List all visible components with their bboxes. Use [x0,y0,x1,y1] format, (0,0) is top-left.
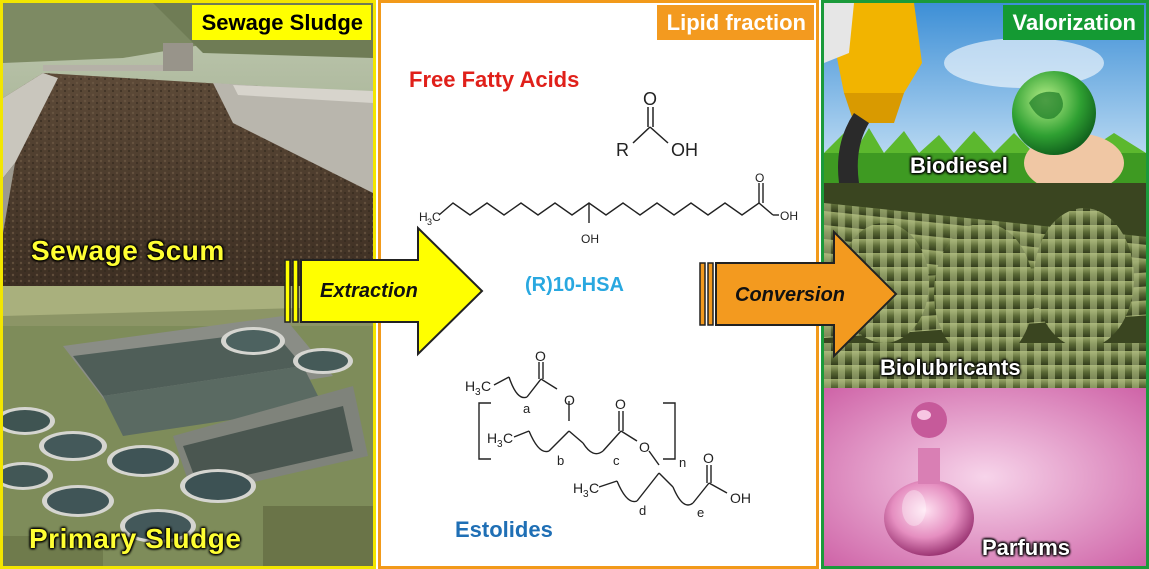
estolide-structure [478,362,728,506]
estolide-sub3-b: 3 [497,439,503,450]
parfums-label: Parfums [982,535,1071,560]
estolide-index-e: e [697,505,704,520]
hsa-structure [438,183,779,223]
lipid-fraction-tag: Lipid fraction [656,5,814,40]
carboxylic-acid-structure: R O OH H 3 C O OH OH [419,89,798,520]
hsa-o-text: O [755,171,764,185]
estolide-c-b: C [503,430,513,446]
estolide-c-d: C [589,480,599,496]
estolide-index-b: b [557,453,564,468]
estolide-sub3-d: 3 [583,489,589,500]
extraction-label: Extraction [320,280,418,302]
ffa-r-text: R [616,140,629,160]
sewage-scum-label: Sewage Scum [31,235,225,266]
estolide-h3c-a: H [465,378,475,394]
perfume-bottle-image [824,388,1146,566]
ffa-oh-text: OH [671,140,698,160]
hsa-h-text: H [419,210,428,224]
estolide-h3c-d: H [573,480,583,496]
estolide-index-c: c [613,453,620,468]
estolide-o1-text: O [535,348,546,364]
biodiesel-label: Biodiesel [910,153,1008,178]
estolide-o5-text: O [703,450,714,466]
hsa-sub3-text: 3 [427,217,432,227]
estolide-index-d: d [639,503,646,518]
estolides-title: Estolides [455,517,553,542]
estolide-index-a: a [523,401,531,416]
hsa-c-text: C [432,210,441,224]
valorization-panel: Biodiesel Biolubricants Parfums Valoriza… [821,0,1149,569]
conversion-label: Conversion [735,284,846,306]
primary-sludge-label: Primary Sludge [29,523,242,554]
hsa-oh-text: OH [780,209,798,223]
valorization-tag: Valorization [1002,5,1144,40]
estolide-o2-text: O [564,392,575,408]
estolide-o4-text: O [639,439,650,455]
sewage-sludge-tag: Sewage Sludge [191,5,371,40]
biolubricants-label: Biolubricants [880,355,1021,380]
estolide-h3c-b: H [487,430,497,446]
estolide-oh-text: OH [730,490,751,506]
estolide-c-a: C [481,378,491,394]
hsa-label: (R)10-HSA [525,274,624,296]
sludge-pond-image [3,3,373,286]
free-fatty-acids-title: Free Fatty Acids [409,67,580,92]
estolide-sub3-a: 3 [475,387,481,398]
estolide-o3-text: O [615,396,626,412]
estolide-index-n: n [679,455,686,470]
ffa-o-text: O [643,89,657,109]
hsa-oh-side-text: OH [581,232,599,246]
